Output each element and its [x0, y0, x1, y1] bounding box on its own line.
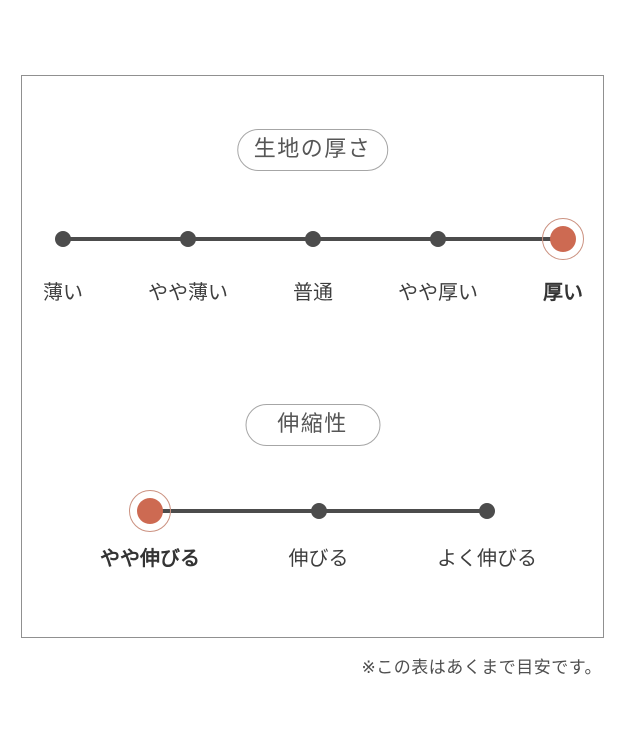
- scale-label-selected: やや伸びる: [100, 546, 200, 570]
- scale-label: よく伸びる: [437, 546, 537, 570]
- thickness-dot-2: [180, 231, 196, 247]
- scale-label-selected: 厚い: [543, 280, 583, 304]
- scale-label: やや厚い: [398, 280, 478, 304]
- thickness-title-pill: 生地の厚さ: [236, 129, 389, 171]
- disclaimer-footnote: ※この表はあくまで目安です。: [361, 658, 602, 678]
- scale-label: やや薄い: [148, 280, 228, 304]
- spec-panel-border: 生地の厚さ 薄い やや薄い 普通 やや厚い 厚い 伸縮性 やや伸びる 伸びる: [21, 75, 604, 638]
- thickness-dot-1: [55, 231, 71, 247]
- scale-label: 普通: [293, 280, 333, 304]
- stretch-dot-3: [479, 503, 495, 519]
- thickness-dot-4: [430, 231, 446, 247]
- stretch-dot-2: [310, 503, 327, 519]
- thickness-dot-3: [305, 231, 321, 247]
- stretch-selected-dot: [129, 490, 171, 532]
- stretch-title-pill: 伸縮性: [245, 404, 380, 446]
- thickness-selected-dot: [542, 218, 584, 260]
- scale-label: 薄い: [43, 280, 83, 304]
- scale-label: 伸びる: [288, 546, 349, 570]
